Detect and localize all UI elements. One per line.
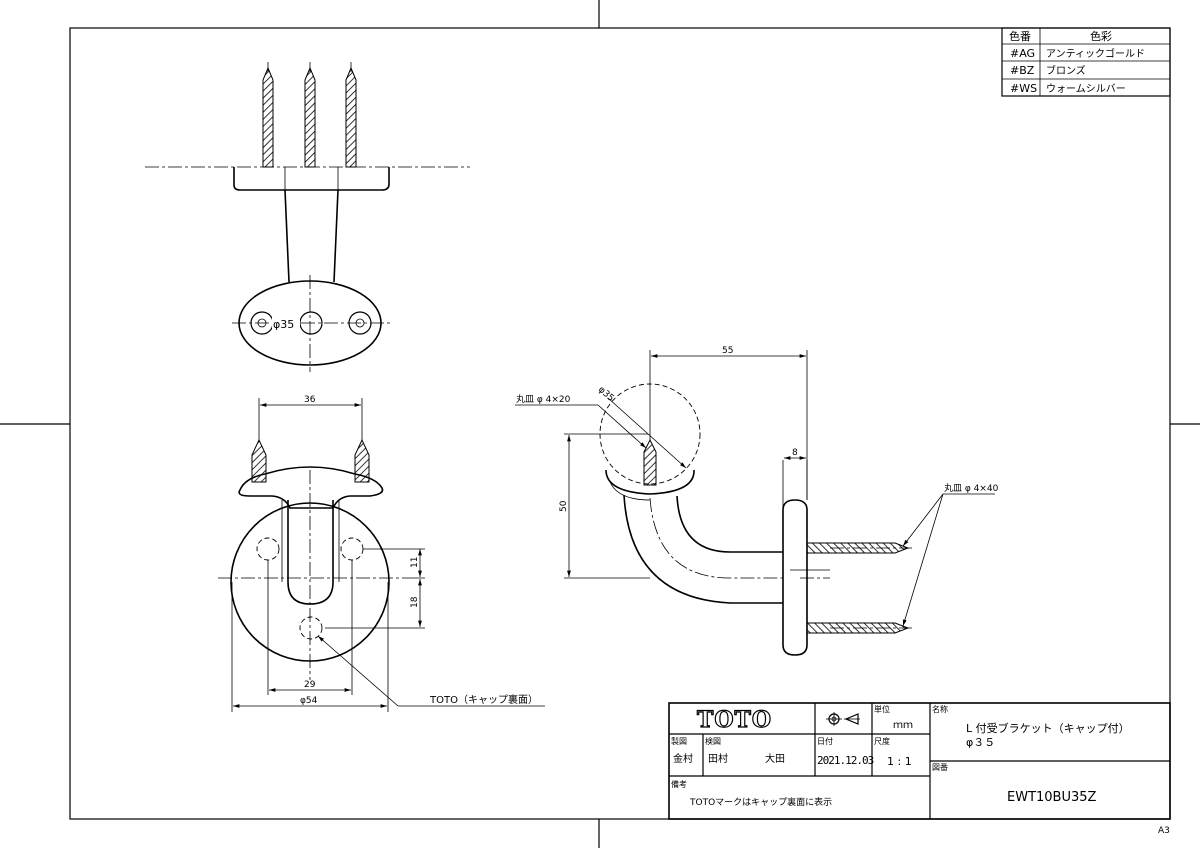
dim-8: 8: [792, 448, 798, 458]
screw-note-side: 丸皿 φ 4×40: [944, 482, 999, 494]
projection-symbol-icon: [826, 712, 860, 726]
remarks-text: TOTOマークはキャップ裏面に表示: [689, 796, 832, 808]
checked-label: 検図: [705, 736, 721, 746]
unit-label: 単位: [874, 704, 890, 714]
drawing-no-label: 図番: [932, 762, 948, 772]
color-code-ag: #AG: [1010, 47, 1035, 60]
name-label: 名称: [932, 704, 948, 714]
remarks-label: 備考: [671, 779, 687, 789]
side-view: 55 50 8 φ35 丸皿 φ 4×20 丸皿 φ 4×40: [515, 346, 999, 656]
color-header-code: 色番: [1009, 29, 1031, 43]
drawn-value: 金村: [673, 752, 693, 765]
scale-label: 尺度: [874, 736, 890, 746]
checked-value-2: 大田: [765, 752, 785, 765]
name-line-2: φ３５: [966, 736, 995, 749]
screw-note-top: 丸皿 φ 4×20: [516, 393, 571, 405]
scale-value: 1 : 1: [887, 755, 912, 768]
color-header-name: 色彩: [1090, 29, 1112, 43]
date-label: 日付: [817, 736, 833, 746]
top-screws: [262, 62, 357, 168]
color-name-ws: ウォームシルバー: [1046, 83, 1126, 95]
dim-29: 29: [304, 680, 316, 690]
top-view: φ35: [145, 62, 470, 372]
cap-note: TOTO（キャップ裏面）: [429, 693, 538, 706]
dim-18: 18: [410, 596, 420, 608]
checked-value-1: 田村: [708, 752, 728, 765]
toto-logo: TOTO: [697, 707, 772, 733]
name-line-1: L 付受ブラケット（キャップ付）: [966, 721, 1130, 735]
dim-11: 11: [410, 557, 420, 568]
sheet-size: A3: [1158, 826, 1170, 836]
drawing-no: EWT10BU35Z: [1007, 790, 1097, 805]
dim-50: 50: [559, 500, 569, 512]
front-view: 36 11 18 29 φ54: [218, 395, 545, 712]
dim-54: φ54: [300, 696, 318, 706]
color-table: 色番 色彩 #AG アンティックゴールド #BZ ブロンズ #WS ウォームシル…: [1001, 27, 1171, 97]
top-diameter-label: φ35: [273, 318, 294, 331]
title-block: TOTO 単位 ｍｍ 名称 L 付受ブラケット（キャップ付） φ３５ 製図 金村…: [668, 702, 1171, 820]
color-code-bz: #BZ: [1010, 64, 1035, 77]
drawn-label: 製図: [671, 736, 687, 746]
color-name-bz: ブロンズ: [1046, 64, 1086, 77]
dim-55: 55: [722, 346, 733, 356]
date-value: 2021.12.03: [817, 754, 874, 767]
color-code-ws: #WS: [1010, 82, 1037, 95]
color-name-ag: アンティックゴールド: [1046, 47, 1145, 60]
unit-value: ｍｍ: [893, 720, 913, 731]
dim-36: 36: [304, 395, 316, 405]
